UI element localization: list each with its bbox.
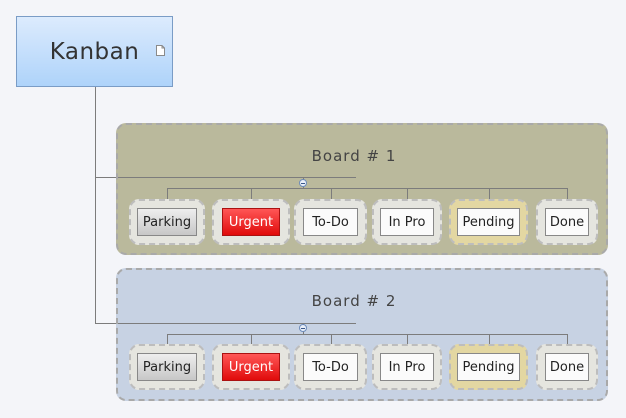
board-1-drop xyxy=(167,188,168,199)
board-2-column-pending[interactable]: Pending xyxy=(449,344,528,390)
board-2-drop xyxy=(167,334,168,345)
board-1-column-parking[interactable]: Parking xyxy=(129,199,205,245)
board-2-drop xyxy=(407,334,408,345)
board-2-title-underline xyxy=(118,323,356,324)
column-label: Urgent xyxy=(222,353,280,381)
board-1-title-underline xyxy=(118,177,356,178)
board-1-branch-bar xyxy=(167,188,568,189)
column-label: Urgent xyxy=(222,208,280,236)
column-label: Parking xyxy=(137,353,197,381)
board-2-drop xyxy=(251,334,252,345)
board-1-drop xyxy=(407,188,408,199)
column-label: Parking xyxy=(137,208,197,236)
root-connector-board-2 xyxy=(95,323,118,324)
column-label: Done xyxy=(545,208,589,236)
board-2-collapse-toggle[interactable] xyxy=(299,324,307,332)
board-1-column-pending[interactable]: Pending xyxy=(449,199,528,245)
board-2-column-urgent[interactable]: Urgent xyxy=(212,344,290,390)
board-2-branch-bar xyxy=(167,334,568,335)
column-label: In Pro xyxy=(380,353,434,381)
root-topic[interactable]: Kanban xyxy=(16,16,173,87)
column-label: Done xyxy=(545,353,589,381)
board-2-column-done[interactable]: Done xyxy=(536,344,598,390)
root-connector-board-1 xyxy=(95,177,118,178)
board-1-drop xyxy=(489,188,490,199)
column-label: In Pro xyxy=(380,208,434,236)
column-label: To-Do xyxy=(303,353,358,381)
column-label: To-Do xyxy=(303,208,358,236)
board-1-column-urgent[interactable]: Urgent xyxy=(212,199,290,245)
board-1-column-in-pro[interactable]: In Pro xyxy=(372,199,442,245)
board-1-drop xyxy=(331,188,332,199)
board-2-column-in-pro[interactable]: In Pro xyxy=(372,344,442,390)
board-1-drop xyxy=(567,188,568,199)
column-label: Pending xyxy=(457,208,520,236)
board-1-drop xyxy=(251,188,252,199)
board-2-column-to-do[interactable]: To-Do xyxy=(294,344,367,390)
board-2-column-parking[interactable]: Parking xyxy=(129,344,205,390)
board-2-title: Board # 2 xyxy=(311,292,397,310)
board-1-title: Board # 1 xyxy=(311,147,397,165)
board-2-drop xyxy=(489,334,490,345)
board-1-column-to-do[interactable]: To-Do xyxy=(294,199,367,245)
note-icon[interactable] xyxy=(156,45,165,56)
root-title: Kanban xyxy=(49,38,140,65)
root-connector-vertical xyxy=(95,87,96,324)
board-1-column-done[interactable]: Done xyxy=(536,199,598,245)
board-2-drop xyxy=(567,334,568,345)
board-1-collapse-toggle[interactable] xyxy=(299,179,307,187)
board-2-drop xyxy=(331,334,332,345)
column-label: Pending xyxy=(457,353,520,381)
